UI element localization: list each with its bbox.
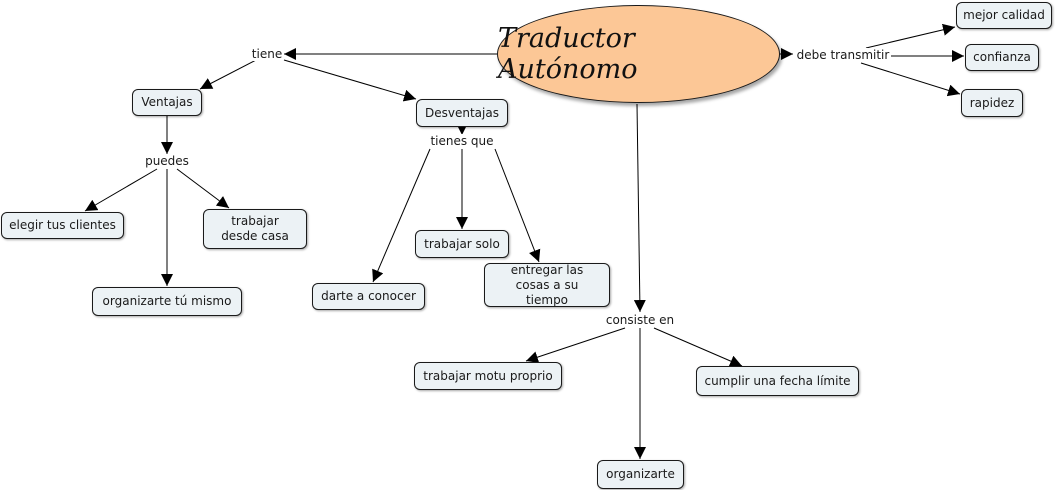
root-concept-label: Traductor Autónomo [498,23,638,85]
concept-label: trabajar motu proprio [423,368,553,383]
concept-label: trabajar solo [424,236,500,251]
root-concept-traductor-autonomo[interactable]: Traductor Autónomo [497,5,780,103]
concept-label: trabajar desde casa [221,214,289,243]
line-tiene-ventajas [199,59,257,90]
concept-trabajar-motu-proprio[interactable]: trabajar motu proprio [414,362,562,390]
line-debe-calidad [865,23,956,49]
concept-trabajar-desde-casa[interactable]: trabajar desde casa [203,209,307,249]
concept-rapidez[interactable]: rapidez [961,89,1023,117]
concept-cumplir-fecha-limite[interactable]: cumplir una fecha límite [696,366,859,396]
concept-desventajas[interactable]: Desventajas [416,99,508,127]
line-debe-rapidez [860,62,961,97]
link-label-tiene[interactable]: tiene [250,47,284,61]
link-label-puedes[interactable]: puedes [144,154,190,168]
line-puedes-casa [176,168,230,209]
concept-elegir-tus-clientes[interactable]: elegir tus clientes [1,212,124,239]
concept-label: rapidez [969,95,1015,110]
concept-label: confianza [973,50,1031,64]
concept-label: mejor calidad [963,8,1045,22]
concept-ventajas[interactable]: Ventajas [132,89,202,116]
concept-label: darte a conocer [321,289,416,303]
line-tienesque-entregar [494,148,541,263]
concept-organizarte-tu-mismo[interactable]: organizarte tú mismo [92,287,242,316]
concept-label: Desventajas [425,105,499,120]
line-puedes-elegir [84,168,158,212]
concept-confianza[interactable]: confianza [965,44,1039,71]
concept-trabajar-solo[interactable]: trabajar solo [415,230,509,258]
line-consiste-fecha [653,327,743,367]
concept-label: organizarte tú mismo [102,294,232,308]
concept-label: organizarte [606,467,675,481]
line-tiene-desventajas [283,59,417,102]
concept-organizarte[interactable]: organizarte [597,460,684,489]
concept-label: Ventajas [141,95,193,109]
link-label-consiste-en[interactable]: consiste en [604,313,676,327]
line-consiste-motu [525,327,626,363]
line-tienesque-conocer [372,148,431,283]
concept-darte-a-conocer[interactable]: darte a conocer [312,283,425,310]
link-label-tienes-que[interactable]: tienes que [429,134,495,148]
concept-label: cumplir una fecha límite [704,373,851,388]
concept-label: entregar las cosas a su tiempo [510,262,584,307]
concept-mejor-calidad[interactable]: mejor calidad [956,2,1052,29]
concept-label: elegir tus clientes [9,218,116,232]
concept-entregar-las-cosas[interactable]: entregar las cosas a su tiempo [484,263,610,307]
line-root-consiste [633,103,646,313]
link-label-debe-transmitir[interactable]: debe transmitir [795,48,891,62]
